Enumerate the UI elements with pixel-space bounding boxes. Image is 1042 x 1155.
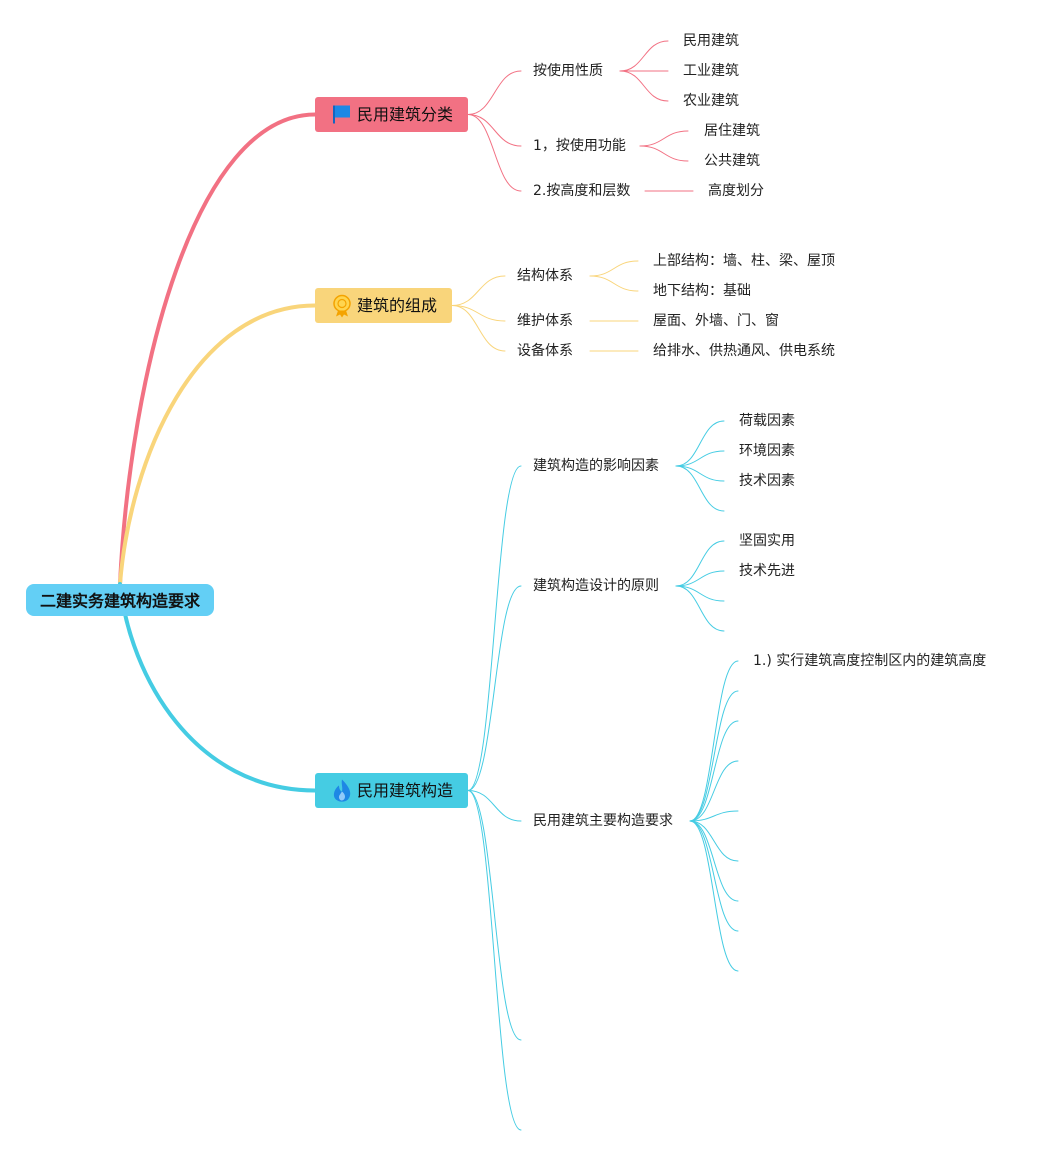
root-node-label: 二建实务建筑构造要求 <box>40 592 201 611</box>
flag-icon <box>333 105 350 124</box>
leaf-node-composition-0-0[interactable]: 上部结构：墙、柱、梁、屋顶 <box>653 253 835 269</box>
sub-link-construction-0 <box>467 465 522 791</box>
branch-node-composition[interactable] <box>315 288 452 323</box>
sub-node-classification-1[interactable]: 1，按使用功能 <box>533 137 626 154</box>
leaf-link-construction-1-0 <box>675 540 725 587</box>
leaf-link-construction-2-0 <box>689 660 739 822</box>
leaf-link-classification-0-2 <box>619 70 669 102</box>
leaf-node-classification-0-2[interactable]: 农业建筑 <box>683 93 739 109</box>
leaf-node-construction-2-0[interactable]: 1.) 实行建筑高度控制区内的建筑高度 <box>753 652 986 669</box>
leaf-node-construction-1-0[interactable]: 坚固实用 <box>739 533 795 549</box>
leaf-node-construction-0-0[interactable]: 荷载因素 <box>739 413 795 429</box>
leaf-node-classification-0-0[interactable]: 民用建筑 <box>683 33 739 49</box>
leaf-node-composition-1-0[interactable]: 屋面、外墙、门、窗 <box>653 312 779 329</box>
root-link-construction <box>118 582 317 793</box>
leaf-link-construction-1-2 <box>675 585 725 602</box>
sub-link-classification-2 <box>467 114 522 192</box>
leaf-link-construction-0-3 <box>675 465 725 512</box>
sub-node-construction-1[interactable]: 建筑构造设计的原则 <box>533 578 659 594</box>
sub-node-composition-2[interactable]: 设备体系 <box>517 342 573 359</box>
leaf-link-construction-0-1 <box>675 450 725 467</box>
root-link-classification <box>118 112 317 586</box>
sub-link-composition-1 <box>451 305 506 322</box>
sub-node-construction-2[interactable]: 民用建筑主要构造要求 <box>533 813 673 829</box>
sub-node-composition-0[interactable]: 结构体系 <box>517 268 573 284</box>
leaf-link-classification-1-0 <box>639 130 689 147</box>
sub-link-construction-4 <box>467 790 522 1131</box>
fire-icon <box>333 779 351 802</box>
leaf-node-construction-0-2[interactable]: 技术因素 <box>739 473 795 489</box>
leaf-link-construction-2-2 <box>689 720 739 822</box>
sub-node-composition-1[interactable]: 维护体系 <box>517 313 573 329</box>
leaf-link-construction-1-1 <box>675 570 725 587</box>
leaf-link-construction-0-0 <box>675 420 725 467</box>
connector-lines <box>118 40 739 1131</box>
branch-label-composition: 建筑的组成 <box>357 296 437 315</box>
leaf-node-composition-2-0[interactable]: 给排水、供热通风、供电系统 <box>653 343 835 359</box>
sub-node-classification-0[interactable]: 按使用性质 <box>533 62 603 79</box>
leaf-link-construction-1-3 <box>675 585 725 632</box>
branch-label-classification: 民用建筑分类 <box>357 105 453 124</box>
leaf-node-composition-0-1[interactable]: 地下结构：基础 <box>653 282 751 299</box>
leaf-link-construction-2-5 <box>689 820 739 862</box>
leaf-link-construction-2-1 <box>689 690 739 822</box>
sub-link-classification-1 <box>467 114 522 147</box>
root-link-composition <box>118 303 317 586</box>
branch-label-construction: 民用建筑构造 <box>357 781 453 800</box>
sub-link-classification-0 <box>467 70 522 115</box>
leaf-link-construction-0-2 <box>675 465 725 482</box>
root-node[interactable] <box>26 584 214 616</box>
sub-link-construction-3 <box>467 790 522 1041</box>
branch-node-classification[interactable] <box>315 97 468 132</box>
leaf-link-construction-2-3 <box>689 760 739 822</box>
sub-link-composition-0 <box>451 275 506 306</box>
sub-node-construction-0[interactable]: 建筑构造的影响因素 <box>533 458 659 474</box>
sub-link-construction-2 <box>467 790 522 822</box>
leaf-link-construction-2-6 <box>689 820 739 902</box>
leaf-node-construction-1-1[interactable]: 技术先进 <box>739 563 795 579</box>
leaf-node-classification-2-0[interactable]: 高度划分 <box>708 182 764 199</box>
medal-icon <box>333 294 351 318</box>
leaf-node-construction-0-1[interactable]: 环境因素 <box>739 443 795 459</box>
sub-node-classification-2[interactable]: 2.按高度和层数 <box>533 182 630 199</box>
leaf-link-composition-0-1 <box>589 275 639 292</box>
leaf-link-classification-1-1 <box>639 145 689 162</box>
sub-link-construction-1 <box>467 585 522 791</box>
leaf-link-construction-2-4 <box>689 810 739 822</box>
leaf-node-classification-1-0[interactable]: 居住建筑 <box>704 123 760 139</box>
leaf-link-classification-0-0 <box>619 40 669 72</box>
leaf-link-construction-2-8 <box>689 820 739 972</box>
leaf-node-classification-0-1[interactable]: 工业建筑 <box>683 63 739 79</box>
leaf-link-composition-0-0 <box>589 260 639 277</box>
leaf-link-construction-2-7 <box>689 820 739 932</box>
sub-link-composition-2 <box>451 305 506 352</box>
branch-node-construction[interactable] <box>315 773 468 808</box>
leaf-node-classification-1-1[interactable]: 公共建筑 <box>704 153 760 169</box>
